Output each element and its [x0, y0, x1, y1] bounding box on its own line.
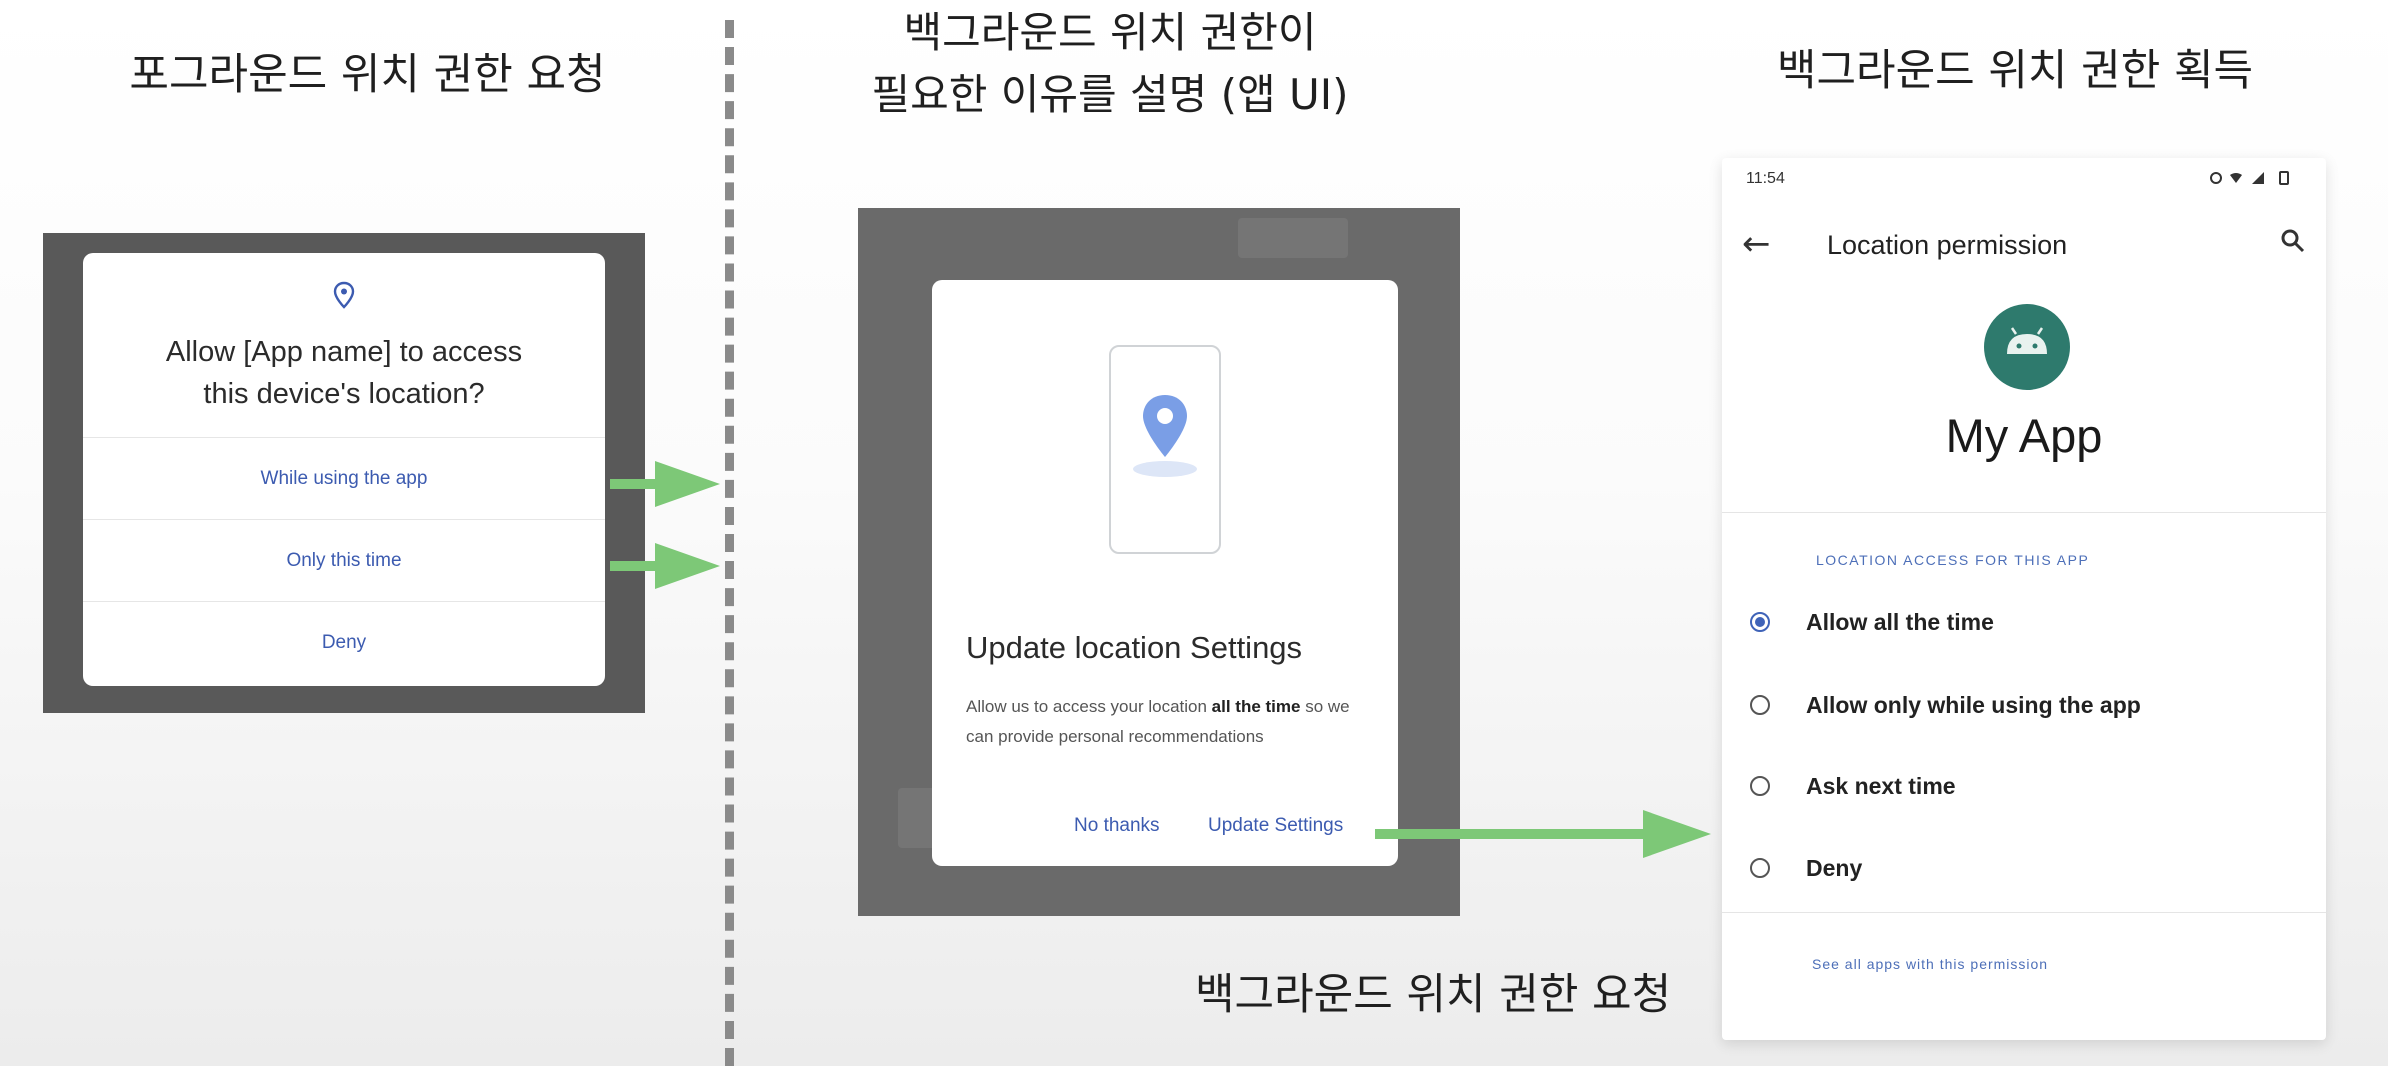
caption-explain: 백그라운드 위치 권한이 필요한 이유를 설명 (앱 UI) — [805, 2, 1415, 126]
page-title: Location permission — [1827, 230, 2068, 260]
radio-button[interactable] — [1750, 858, 1770, 878]
see-all-apps-link[interactable]: See all apps with this permission — [1812, 956, 2049, 972]
radio-option-deny[interactable]: Deny — [1750, 843, 1862, 893]
dialog-title-line1: Allow [App name] to access — [165, 336, 523, 368]
explanation-dialog: Update location Settings Allow us to acc… — [932, 280, 1398, 866]
radio-label: Deny — [1806, 854, 1863, 881]
android-app-icon — [1984, 304, 2070, 390]
caption-background-request: 백그라운드 위치 권한 요청 — [1195, 970, 1672, 1020]
dialog-body: Allow us to access your location all the… — [966, 692, 1366, 752]
radio-button[interactable] — [1750, 776, 1770, 796]
radio-option-allow-all-the-time[interactable]: Allow all the time — [1750, 597, 1994, 647]
caption-foreground-request: 포그라운드 위치 권한 요청 — [129, 50, 606, 100]
arrow-right-icon — [610, 543, 720, 589]
divider — [1722, 912, 2326, 913]
background-map-fragment — [1238, 218, 1348, 258]
radio-button-selected[interactable] — [1750, 612, 1770, 632]
radio-label: Ask next time — [1806, 772, 1956, 799]
deny-button[interactable]: Deny — [83, 601, 605, 684]
dialog-title: Allow [App name] to access this device's… — [83, 331, 605, 415]
radio-label: Allow only while using the app — [1806, 691, 2141, 718]
radio-option-ask-next-time[interactable]: Ask next time — [1750, 761, 1956, 811]
radio-label: Allow all the time — [1806, 608, 1994, 635]
location-pin-icon — [83, 281, 605, 313]
radio-option-allow-while-using[interactable]: Allow only while using the app — [1750, 680, 2141, 730]
explanation-screen: Update location Settings Allow us to acc… — [858, 208, 1460, 916]
dashed-divider — [725, 20, 734, 1066]
arrow-right-icon — [610, 461, 720, 507]
divider — [1722, 512, 2326, 513]
back-arrow-icon[interactable]: ← — [1742, 224, 1771, 264]
radio-button[interactable] — [1750, 695, 1770, 715]
caption-background-granted: 백그라운드 위치 권한 획득 — [1776, 46, 2254, 96]
location-permission-settings: 11:54 ← Location permission My App LOCAT… — [1722, 158, 2326, 1040]
phone-illustration — [1109, 345, 1221, 554]
location-pin-icon — [1133, 395, 1197, 477]
dialog-body-emphasis: all the time — [1211, 697, 1301, 716]
while-using-app-button[interactable]: While using the app — [83, 437, 605, 520]
dialog-body-text: Allow us to access your location — [966, 697, 1212, 716]
no-thanks-button[interactable]: No thanks — [1074, 815, 1160, 836]
section-label: LOCATION ACCESS FOR THIS APP — [1816, 552, 2090, 568]
dialog-title-line2: this device's location? — [203, 378, 485, 410]
dialog-body-text: so we can provide personal recommendatio… — [966, 697, 1350, 746]
status-bar-time: 11:54 — [1746, 170, 1785, 187]
only-this-time-button[interactable]: Only this time — [83, 519, 605, 602]
foreground-permission-dialog: Allow [App name] to access this device's… — [83, 253, 605, 686]
update-settings-button[interactable]: Update Settings — [1208, 815, 1344, 836]
status-icons — [2208, 170, 2304, 190]
dialog-title: Update location Settings — [966, 630, 1303, 665]
caption-explain-line1: 백그라운드 위치 권한이 — [903, 8, 1317, 57]
app-name: My App — [1945, 409, 2103, 462]
caption-explain-line2: 필요한 이유를 설명 (앱 UI) — [871, 70, 1349, 119]
search-icon[interactable] — [2280, 228, 2306, 258]
foreground-dialog-screen: Allow [App name] to access this device's… — [43, 233, 645, 713]
arrow-right-icon — [1375, 810, 1711, 858]
